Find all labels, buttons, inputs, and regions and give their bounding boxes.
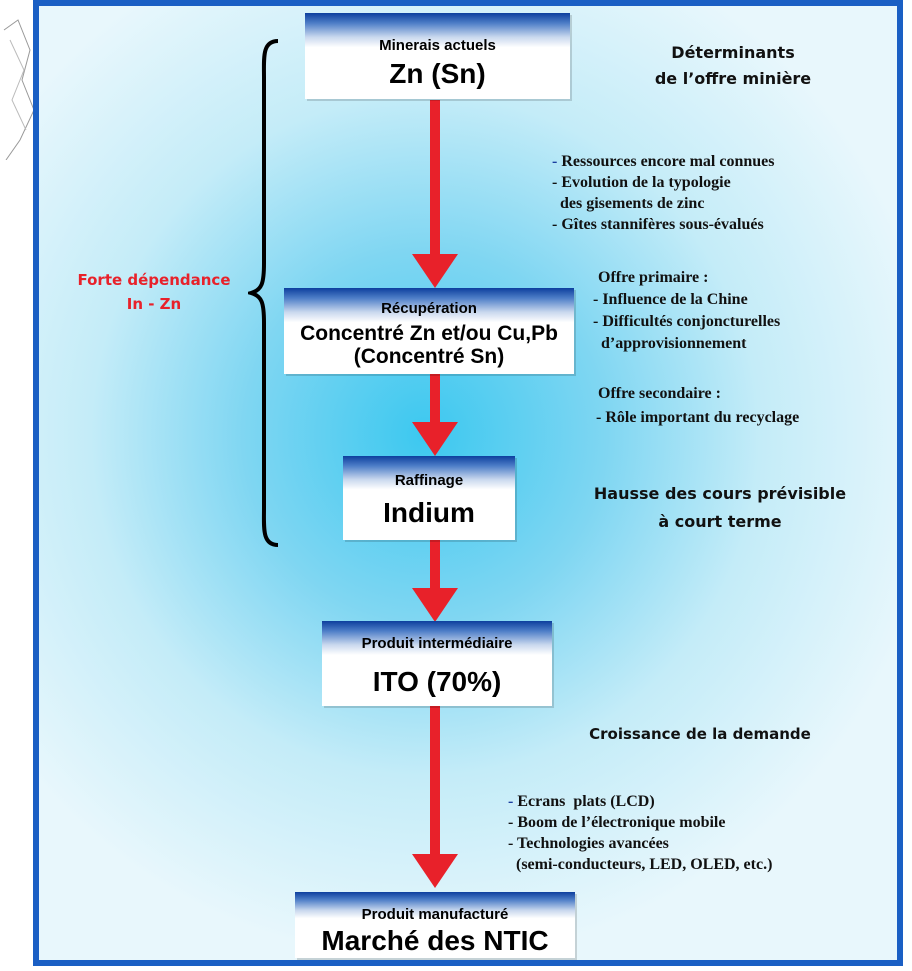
ressources-item-1: - Ressources encore mal connues [552, 153, 775, 170]
arrow-3-head [412, 588, 458, 622]
bracket-label-line1: Forte dépendance [77, 271, 231, 289]
bracket-label: Forte dépendance In - Zn [64, 268, 244, 316]
box-recuperation: Récupération Concentré Zn et/ou Cu,Pb (C… [284, 288, 574, 374]
demande-item-2: - Boom de l’électronique mobile [508, 814, 726, 831]
heading-demande-text: Croissance de la demande [589, 725, 811, 743]
demande-list: - Ecrans plats (LCD) - Boom de l’électron… [508, 770, 772, 896]
curly-bracket [248, 39, 279, 547]
heading-hausse-1: Hausse des cours prévisible [593, 484, 847, 503]
heading-offre-miniere-1: Déterminants [671, 43, 795, 62]
heading-hausse-2: à court terme [658, 512, 782, 531]
box-produit-manufacture-sub: Produit manufacturé [361, 906, 509, 923]
offre-primaire-item-2: - Difficultés conjoncturelles [593, 313, 781, 330]
ressources-item-4: - Gîtes stannifères sous-évalués [552, 216, 764, 233]
box-recuperation-main-2: (Concentré Sn) [353, 345, 505, 368]
demande-item-1: - Ecrans plats (LCD) [508, 793, 655, 810]
heading-offre-miniere: Déterminants de l’offre minière [618, 40, 848, 92]
arrow-4-head [412, 854, 458, 888]
offre-primaire-title: Offre primaire : [598, 269, 709, 286]
ressources-item-2: - Evolution de la typologie [552, 174, 731, 191]
box-produit-manufacture-main: Marché des NTIC [321, 925, 549, 956]
arrow-2-shaft [430, 374, 440, 426]
box-minerais-sub: Minerais actuels [379, 37, 496, 54]
demande-item-3: - Technologies avancées [508, 835, 669, 852]
arrow-1-head [412, 254, 458, 288]
offre-primaire-item-1: - Influence de la Chine [593, 291, 748, 308]
arrow-4-shaft [430, 706, 440, 860]
box-produit-intermediaire-sub: Produit intermédiaire [361, 635, 513, 652]
box-recuperation-main-1: Concentré Zn et/ou Cu,Pb [300, 322, 558, 345]
offre-primaire-item-3: d’approvisionnement [593, 335, 747, 352]
arrow-3-shaft [430, 540, 440, 592]
offre-secondaire: Offre secondaire : - Rôle important du re… [596, 358, 799, 454]
heading-demande: Croissance de la demande [560, 722, 840, 746]
box-produit-intermediaire: Produit intermédiaire ITO (70%) [322, 621, 552, 706]
heading-hausse: Hausse des cours prévisible à court term… [570, 480, 870, 536]
box-raffinage-sub: Raffinage [394, 472, 464, 489]
box-minerais-main: Zn (Sn) [389, 58, 486, 89]
box-produit-intermediaire-main: ITO (70%) [372, 666, 502, 697]
offre-secondaire-title: Offre secondaire : [598, 385, 721, 402]
offre-secondaire-item-1: - Rôle important du recyclage [596, 409, 800, 426]
box-recuperation-sub: Récupération [381, 300, 477, 317]
ressources-list: - Ressources encore mal connues - Evoluti… [552, 130, 775, 256]
box-produit-manufacture: Produit manufacturé Marché des NTIC [295, 892, 575, 958]
box-minerais: Minerais actuels Zn (Sn) [305, 13, 570, 99]
ressources-item-3: des gisements de zinc [552, 195, 705, 212]
box-raffinage-main: Indium [383, 497, 475, 528]
arrow-1-shaft [430, 100, 440, 258]
background-sketch-decoration [3, 19, 35, 160]
arrow-2-head [412, 422, 458, 456]
heading-offre-miniere-2: de l’offre minière [654, 69, 812, 88]
demande-item-4: (semi-conducteurs, LED, OLED, etc.) [508, 856, 773, 873]
offre-primaire: Offre primaire : - Influence de la Chine -… [593, 245, 780, 377]
box-raffinage: Raffinage Indium [343, 456, 515, 540]
bracket-label-line2: In - Zn [126, 295, 182, 313]
